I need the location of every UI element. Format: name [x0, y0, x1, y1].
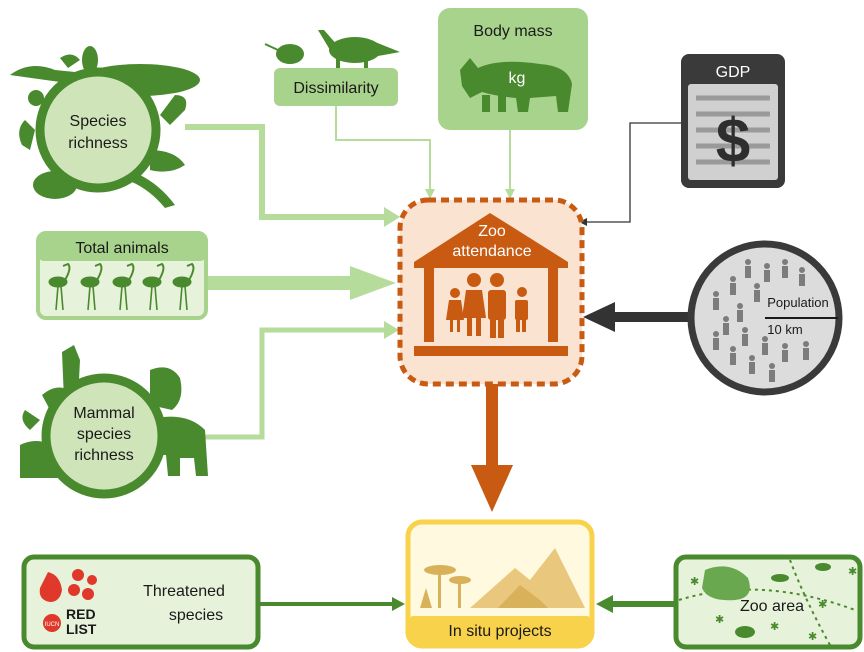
svg-text:✱: ✱ — [715, 614, 724, 626]
population-radius-label: 10 km — [767, 322, 802, 337]
mammal-richness-circle — [41, 373, 167, 499]
in-situ-label: In situ projects — [448, 623, 551, 640]
dissimilarity-box — [274, 68, 398, 106]
zoo-area-pond — [702, 566, 750, 601]
zoo-column-left — [424, 268, 434, 342]
zoo-base — [414, 346, 568, 356]
gdp-label: GDP — [716, 64, 751, 81]
arrowhead-zoo-to-insitu — [471, 465, 513, 512]
arrowhead-total-animals — [350, 266, 396, 300]
iucn-badge: IUCN — [45, 622, 60, 628]
arrowhead-mammal-richness — [384, 321, 399, 339]
arrow-species-richness — [185, 124, 388, 220]
zoo-area-node: ✱ ✱ ✱ ✱ ✱ ✱ Zoo area — [673, 554, 863, 650]
zoo-attendance-line2: attendance — [452, 243, 531, 260]
zoo-roof — [414, 213, 568, 262]
threatened-line2: species — [169, 607, 223, 624]
gdp-lines — [696, 95, 770, 165]
zoo-area-label: Zoo area — [740, 598, 804, 615]
gdp-node: GDP $ — [681, 54, 785, 188]
red-list-line2: LIST — [66, 621, 97, 637]
svg-text:✱: ✱ — [690, 576, 699, 588]
species-richness-line1: Species — [70, 113, 127, 130]
kiwi-anteater-icon — [264, 30, 400, 70]
species-richness-circle — [35, 67, 161, 193]
threatened-line1: Threatened — [143, 583, 225, 600]
connectors — [185, 106, 688, 613]
landscape-icon — [420, 548, 585, 608]
total-animals-label: Total animals — [75, 240, 168, 257]
arrow-mammal-richness — [187, 327, 388, 440]
zoo-attendance-node: Zoo attendance — [397, 197, 585, 387]
zoo-lintel — [414, 262, 568, 268]
body-mass-node: Body mass kg — [438, 8, 588, 130]
arrow-dissimilarity — [335, 106, 431, 192]
body-mass-unit: kg — [509, 70, 526, 87]
mammal-richness-node: Mammal species richness — [20, 345, 208, 499]
svg-text:✱: ✱ — [818, 599, 827, 611]
population-label: Population — [767, 295, 828, 310]
mammal-richness-line2: species — [77, 426, 131, 443]
zoo-area-paths — [678, 559, 856, 646]
body-mass-label: Body mass — [473, 23, 552, 40]
red-list-line1: RED — [66, 606, 96, 622]
species-richness-line2: richness — [68, 135, 128, 152]
species-richness-node: Species richness — [10, 46, 200, 208]
dollar-icon: $ — [716, 107, 750, 176]
threatened-box — [21, 554, 261, 650]
zoo-attendance-line1: Zoo — [478, 223, 506, 240]
arrow-gdp — [585, 122, 681, 223]
family-icon — [446, 273, 528, 338]
arrowhead-body-mass — [505, 189, 515, 199]
arrowhead-threatened — [392, 597, 405, 611]
dissimilarity-label: Dissimilarity — [293, 80, 378, 97]
svg-text:✱: ✱ — [770, 621, 779, 633]
mammal-richness-line1: Mammal — [73, 405, 134, 422]
threatened-node: IUCN RED LIST Threatened species — [21, 554, 261, 650]
population-node: Population 10 km — [687, 240, 843, 396]
arrowhead-gdp — [579, 218, 587, 226]
arrow-zoo-to-insitu — [486, 384, 498, 470]
dissimilarity-node: Dissimilarity — [264, 30, 400, 106]
flamingo-icons — [48, 262, 195, 311]
arrowhead-population — [583, 302, 615, 332]
svg-text:✱: ✱ — [808, 631, 817, 643]
arrowhead-dissimilarity — [425, 189, 435, 199]
total-animals-node: Total animals — [36, 231, 208, 320]
zoo-column-right — [548, 268, 558, 342]
rhino-icon — [460, 58, 572, 112]
red-list-logo-icon: IUCN RED LIST — [39, 569, 97, 637]
zoo-area-animals-icon: ✱ ✱ ✱ ✱ ✱ ✱ — [690, 563, 857, 643]
total-animals-header — [38, 233, 206, 261]
svg-text:✱: ✱ — [848, 566, 857, 578]
mammal-richness-line3: richness — [74, 447, 134, 464]
people-icons — [713, 259, 809, 382]
arrowhead-species-richness — [384, 207, 400, 227]
in-situ-label-bar — [410, 616, 590, 644]
arrowhead-zoo-area — [596, 595, 613, 613]
in-situ-node: In situ projects — [405, 519, 595, 649]
